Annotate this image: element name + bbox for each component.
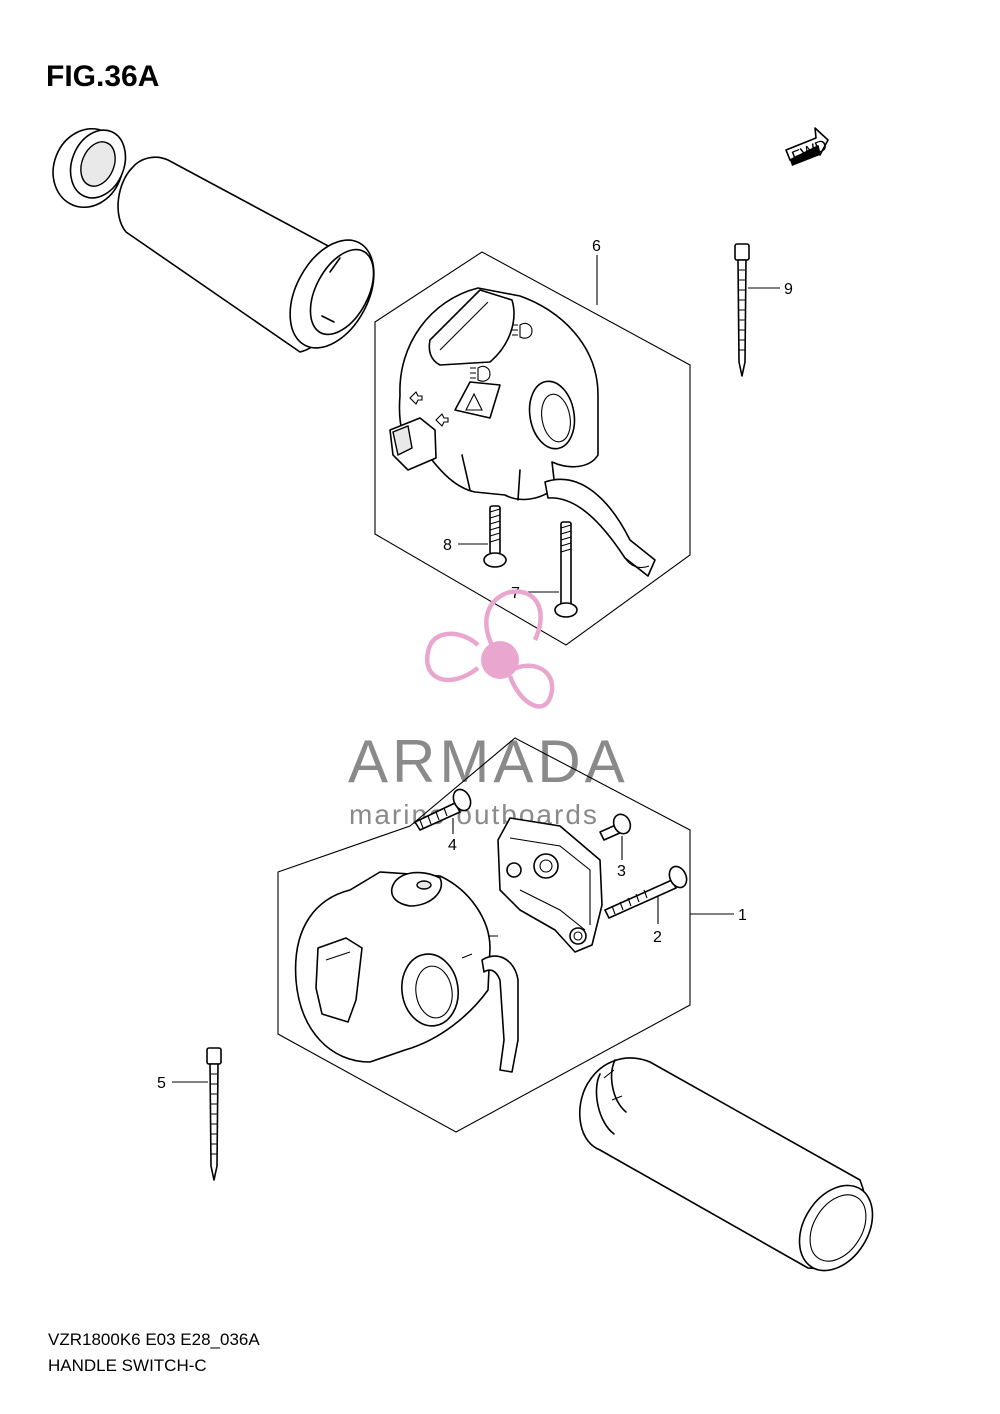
screw-3 <box>599 813 632 841</box>
switch-clamp-bracket <box>497 817 603 953</box>
callout-3: 3 <box>617 863 626 880</box>
watermark-tagline: marine outboards <box>349 799 599 830</box>
assembly-border-1 <box>277 737 691 1133</box>
callout-6: 6 <box>592 238 601 255</box>
callout-4: 4 <box>448 837 457 854</box>
cable-tie-5 <box>206 1047 222 1181</box>
cable-tie-9 <box>734 243 750 377</box>
handle-switch-left-housing <box>389 287 656 577</box>
assembly-border-6 <box>374 251 691 646</box>
fwd-arrow-icon: FWD <box>785 127 830 166</box>
grip-end-cap-top <box>52 127 127 209</box>
model-code: VZR1800K6 E03 E28_036A <box>48 1330 260 1349</box>
screw-8 <box>483 505 507 568</box>
screw-4 <box>414 788 472 831</box>
callout-8: 8 <box>443 537 452 554</box>
screw-7 <box>554 521 578 618</box>
handle-grip-bottom <box>579 1057 874 1272</box>
watermark-brand: ARMADA <box>348 728 629 795</box>
screw-2 <box>604 865 688 919</box>
handle-grip-top <box>117 156 375 353</box>
handle-switch-right-housing <box>294 871 519 1073</box>
figure-title: FIG.36A <box>46 60 160 93</box>
callout-2: 2 <box>653 929 662 946</box>
callout-1: 1 <box>738 907 747 924</box>
callout-9: 9 <box>784 281 793 298</box>
diagram-name: HANDLE SWITCH-C <box>48 1356 207 1375</box>
armada-logo <box>424 589 555 709</box>
callout-5: 5 <box>157 1075 166 1092</box>
